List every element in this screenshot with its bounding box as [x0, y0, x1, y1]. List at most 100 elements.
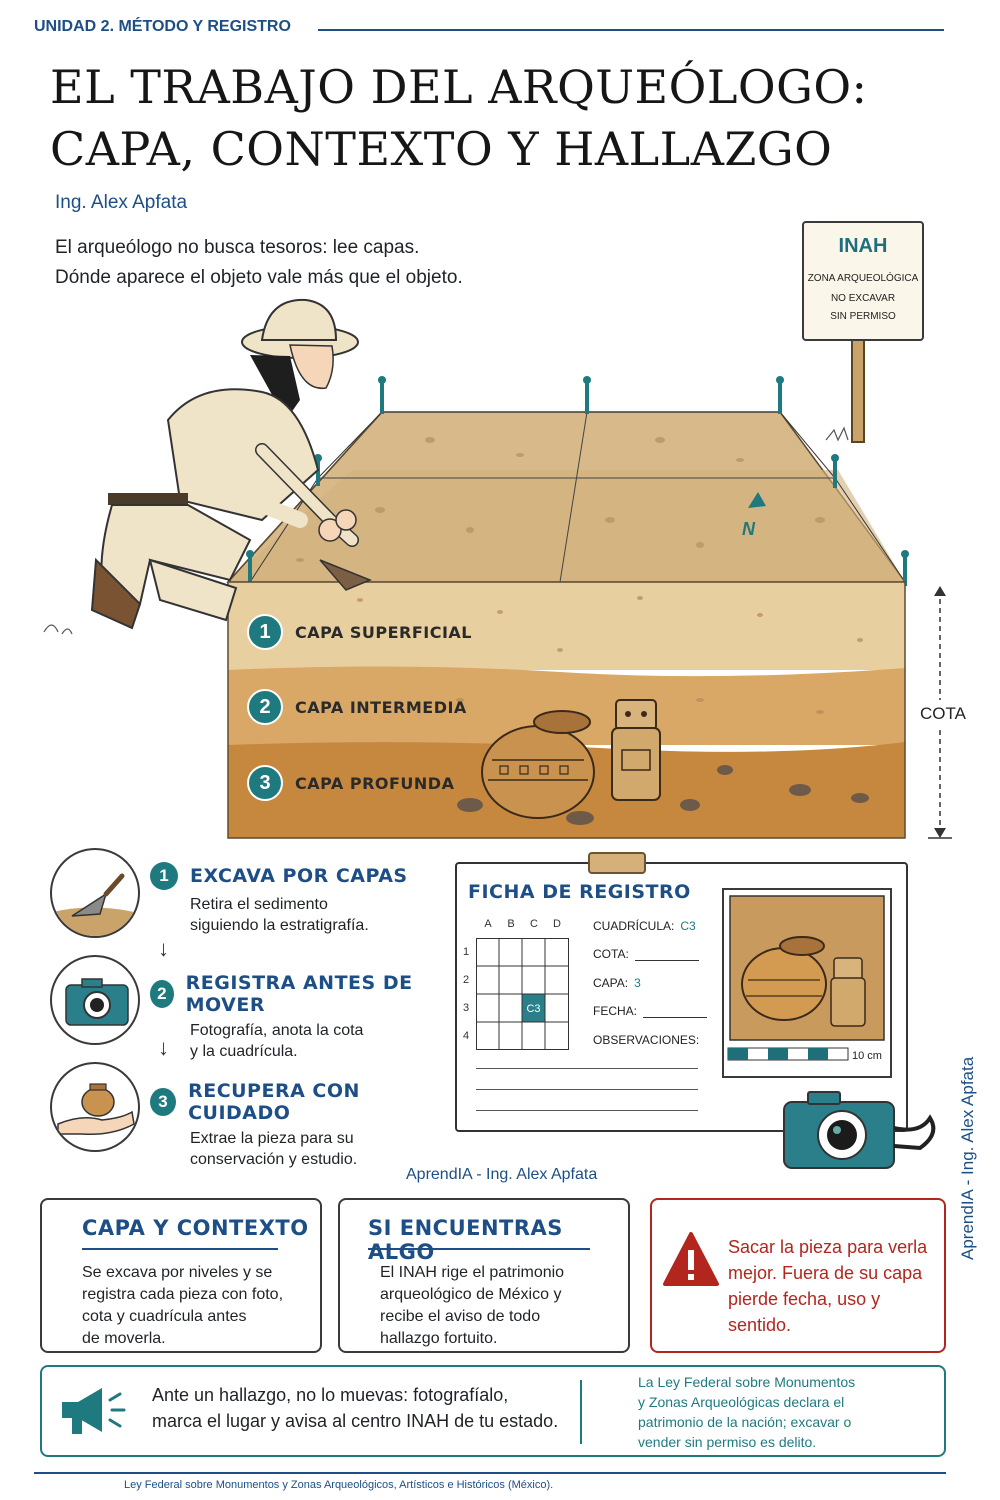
step-1-number: 1: [150, 862, 178, 890]
sign-line-2: NO EXCAVAR: [831, 293, 895, 304]
layer-3-label: 3 CAPA PROFUNDA: [247, 765, 454, 801]
side-credit-text: AprendIA - Ing. Alex Apfata: [958, 1056, 977, 1260]
sign-title: INAH: [839, 235, 888, 257]
megaphone-icon: [62, 1388, 126, 1434]
hand-vessel-icon: [50, 1062, 140, 1152]
box-1-line-2: registra cada pieza con foto,: [82, 1286, 284, 1303]
grid-col-c: C: [530, 918, 538, 930]
law-text: La Ley Federal sobre Monumentos y Zonas …: [638, 1372, 928, 1452]
layer-2-number: 2: [247, 689, 283, 725]
law-line-4: vender sin permiso es delito.: [638, 1434, 817, 1450]
box-1-rule: [82, 1248, 278, 1250]
grid-col-d: D: [553, 918, 561, 930]
layer-2-text: CAPA INTERMEDIA: [295, 697, 467, 717]
law-line-2: y Zonas Arqueológicas declara el: [638, 1394, 845, 1410]
field-cota-line: [634, 960, 699, 961]
intro-text: El arqueólogo no busca tesoros: lee capa…: [55, 233, 463, 293]
step-arrow-2: ↓: [158, 1035, 169, 1060]
clipboard-clip: [588, 852, 646, 874]
box-1-title: CAPA Y CONTEXTO: [82, 1216, 309, 1240]
info-box-si-encuentras: SI ENCUENTRAS ALGO El INAH rige el patri…: [338, 1198, 630, 1353]
grid-row-1: 1: [463, 946, 470, 958]
step-2-number: 2: [150, 980, 174, 1008]
step-2-desc-line-1: Fotografía, anota la cota: [190, 1022, 364, 1039]
unit-label: UNIDAD 2. MÉTODO Y REGISTRO: [34, 18, 291, 35]
layer-1-text: CAPA SUPERFICIAL: [295, 622, 472, 642]
box-1-text: Se excava por niveles y se registra cada…: [82, 1262, 283, 1350]
layer-1-number: 1: [247, 614, 283, 650]
warning-line-3: pierde fecha, uso y sentido.: [728, 1289, 881, 1335]
step-1-desc-line-1: Retira el sedimento: [190, 896, 328, 913]
info-box-capa-contexto: CAPA Y CONTEXTO Se excava por niveles y …: [40, 1198, 322, 1353]
excavation-surface: N: [226, 376, 909, 586]
box-2-text: El INAH rige el patrimonio arqueológico …: [380, 1262, 564, 1350]
step-1-title: EXCAVA POR CAPAS: [190, 865, 408, 887]
step-2-desc: Fotografía, anota la cota y la cuadrícula…: [190, 1020, 450, 1062]
layer-2-label: 2 CAPA INTERMEDIA: [247, 689, 467, 725]
warning-text: Sacar la pieza para verla mejor. Fuera d…: [728, 1234, 928, 1338]
field-observaciones: OBSERVACIONES:: [593, 1033, 700, 1047]
excavation-scene: INAH ZONA ARQUEOLÓGICA NO EXCAVAR SIN PE…: [43, 221, 952, 839]
cota-label: COTA: [920, 704, 966, 723]
info-box-warning: Sacar la pieza para verla mejor. Fuera d…: [650, 1198, 946, 1353]
layer-3-text: CAPA PROFUNDA: [295, 773, 455, 793]
law-line-1: La Ley Federal sobre Monumentos: [638, 1374, 856, 1390]
step-arrow-1: ↓: [158, 936, 169, 961]
law-line-3: patrimonio de la nación; excavar o: [638, 1414, 852, 1430]
field-cota-label: COTA:: [593, 947, 629, 961]
box-2-line-1: El INAH rige el patrimonio: [380, 1264, 565, 1281]
warning-line-1: Sacar la pieza para verla: [728, 1237, 928, 1257]
title-line-2: CAPA, CONTEXTO Y HALLAZGO: [50, 122, 833, 176]
box-2-line-2: arqueológico de México y: [380, 1286, 562, 1303]
field-grid: CUADRÍCULA: C3: [593, 919, 696, 933]
grid-row-4: 4: [463, 1030, 470, 1042]
record-card-title: FICHA DE REGISTRO: [468, 881, 691, 903]
step-2-title: REGISTRA ANTES DE MOVER: [185, 972, 413, 1016]
step-3-number: 3: [150, 1088, 177, 1116]
soil-profile: [227, 581, 906, 839]
author-name: Ing. Alex Apfata: [55, 192, 188, 213]
stone-figurine: [611, 699, 661, 801]
field-fecha: FECHA:: [593, 1004, 708, 1018]
middle-credit: AprendIA - Ing. Alex Apfata: [406, 1166, 598, 1183]
banner-divider: [580, 1380, 582, 1444]
sign-line-3: SIN PERMISO: [830, 311, 896, 322]
camera-icon: [50, 955, 140, 1045]
layer-3-number: 3: [247, 765, 283, 801]
intro-line-2: Dónde aparece el objeto vale más que el …: [55, 267, 463, 288]
page-title: EL TRABAJO DEL ARQUEÓLOGO: CAPA, CONTEXT…: [50, 56, 970, 180]
box-2-rule: [368, 1248, 590, 1250]
archaeologist-figure: [43, 298, 372, 635]
step-3-title: RECUPERA CON CUIDADO: [188, 1080, 360, 1124]
field-grid-label: CUADRÍCULA:: [593, 919, 675, 933]
scale-label: 10 cm: [852, 1050, 882, 1062]
grid-col-b: B: [507, 918, 515, 930]
step-3-desc-line-1: Extrae la pieza para su: [190, 1130, 354, 1147]
step-3-desc-line-2: conservación y estudio.: [190, 1151, 358, 1168]
inah-sign: INAH ZONA ARQUEOLÓGICA NO EXCAVAR SIN PE…: [802, 221, 924, 443]
sign-line-1: ZONA ARQUEOLÓGICA: [808, 271, 919, 284]
record-photo: [722, 888, 892, 1078]
field-fecha-label: FECHA:: [593, 1004, 638, 1018]
north-arrow: N: [742, 492, 766, 539]
step-1: 1 EXCAVA POR CAPAS Retira el sedimento sig…: [150, 862, 450, 936]
grid-row-2: 2: [463, 974, 470, 986]
step-3-desc: Extrae la pieza para su conservación y es…: [190, 1128, 450, 1170]
field-capa: CAPA:3: [593, 976, 641, 990]
obs-line-1: [476, 1068, 698, 1069]
camera-icon: [783, 1091, 936, 1169]
intro-line-1: El arqueólogo no busca tesoros: lee capa…: [55, 237, 420, 258]
side-credit: AprendIA - Ing. Alex Apfata: [958, 1000, 988, 1260]
field-grid-value: C3: [680, 919, 696, 933]
footer-rule: [34, 1472, 946, 1474]
box-2-line-3: recibe el aviso de todo: [380, 1308, 541, 1325]
step-1-desc-line-2: siguiendo la estratigrafía.: [190, 917, 369, 934]
box-2-line-4: hallazgo fortuito.: [380, 1330, 498, 1347]
step-3: 3 RECUPERA CON CUIDADO Extrae la pieza pa…: [150, 1080, 450, 1170]
title-line-1: EL TRABAJO DEL ARQUEÓLOGO:: [50, 60, 868, 114]
grid-cell-c3: [522, 994, 545, 1022]
clay-vessel: [481, 710, 595, 819]
step-2-desc-line-2: y la cuadrícula.: [190, 1043, 298, 1060]
action-banner: [40, 1365, 946, 1457]
warning-line-2: mejor. Fuera de su capa: [728, 1263, 923, 1283]
